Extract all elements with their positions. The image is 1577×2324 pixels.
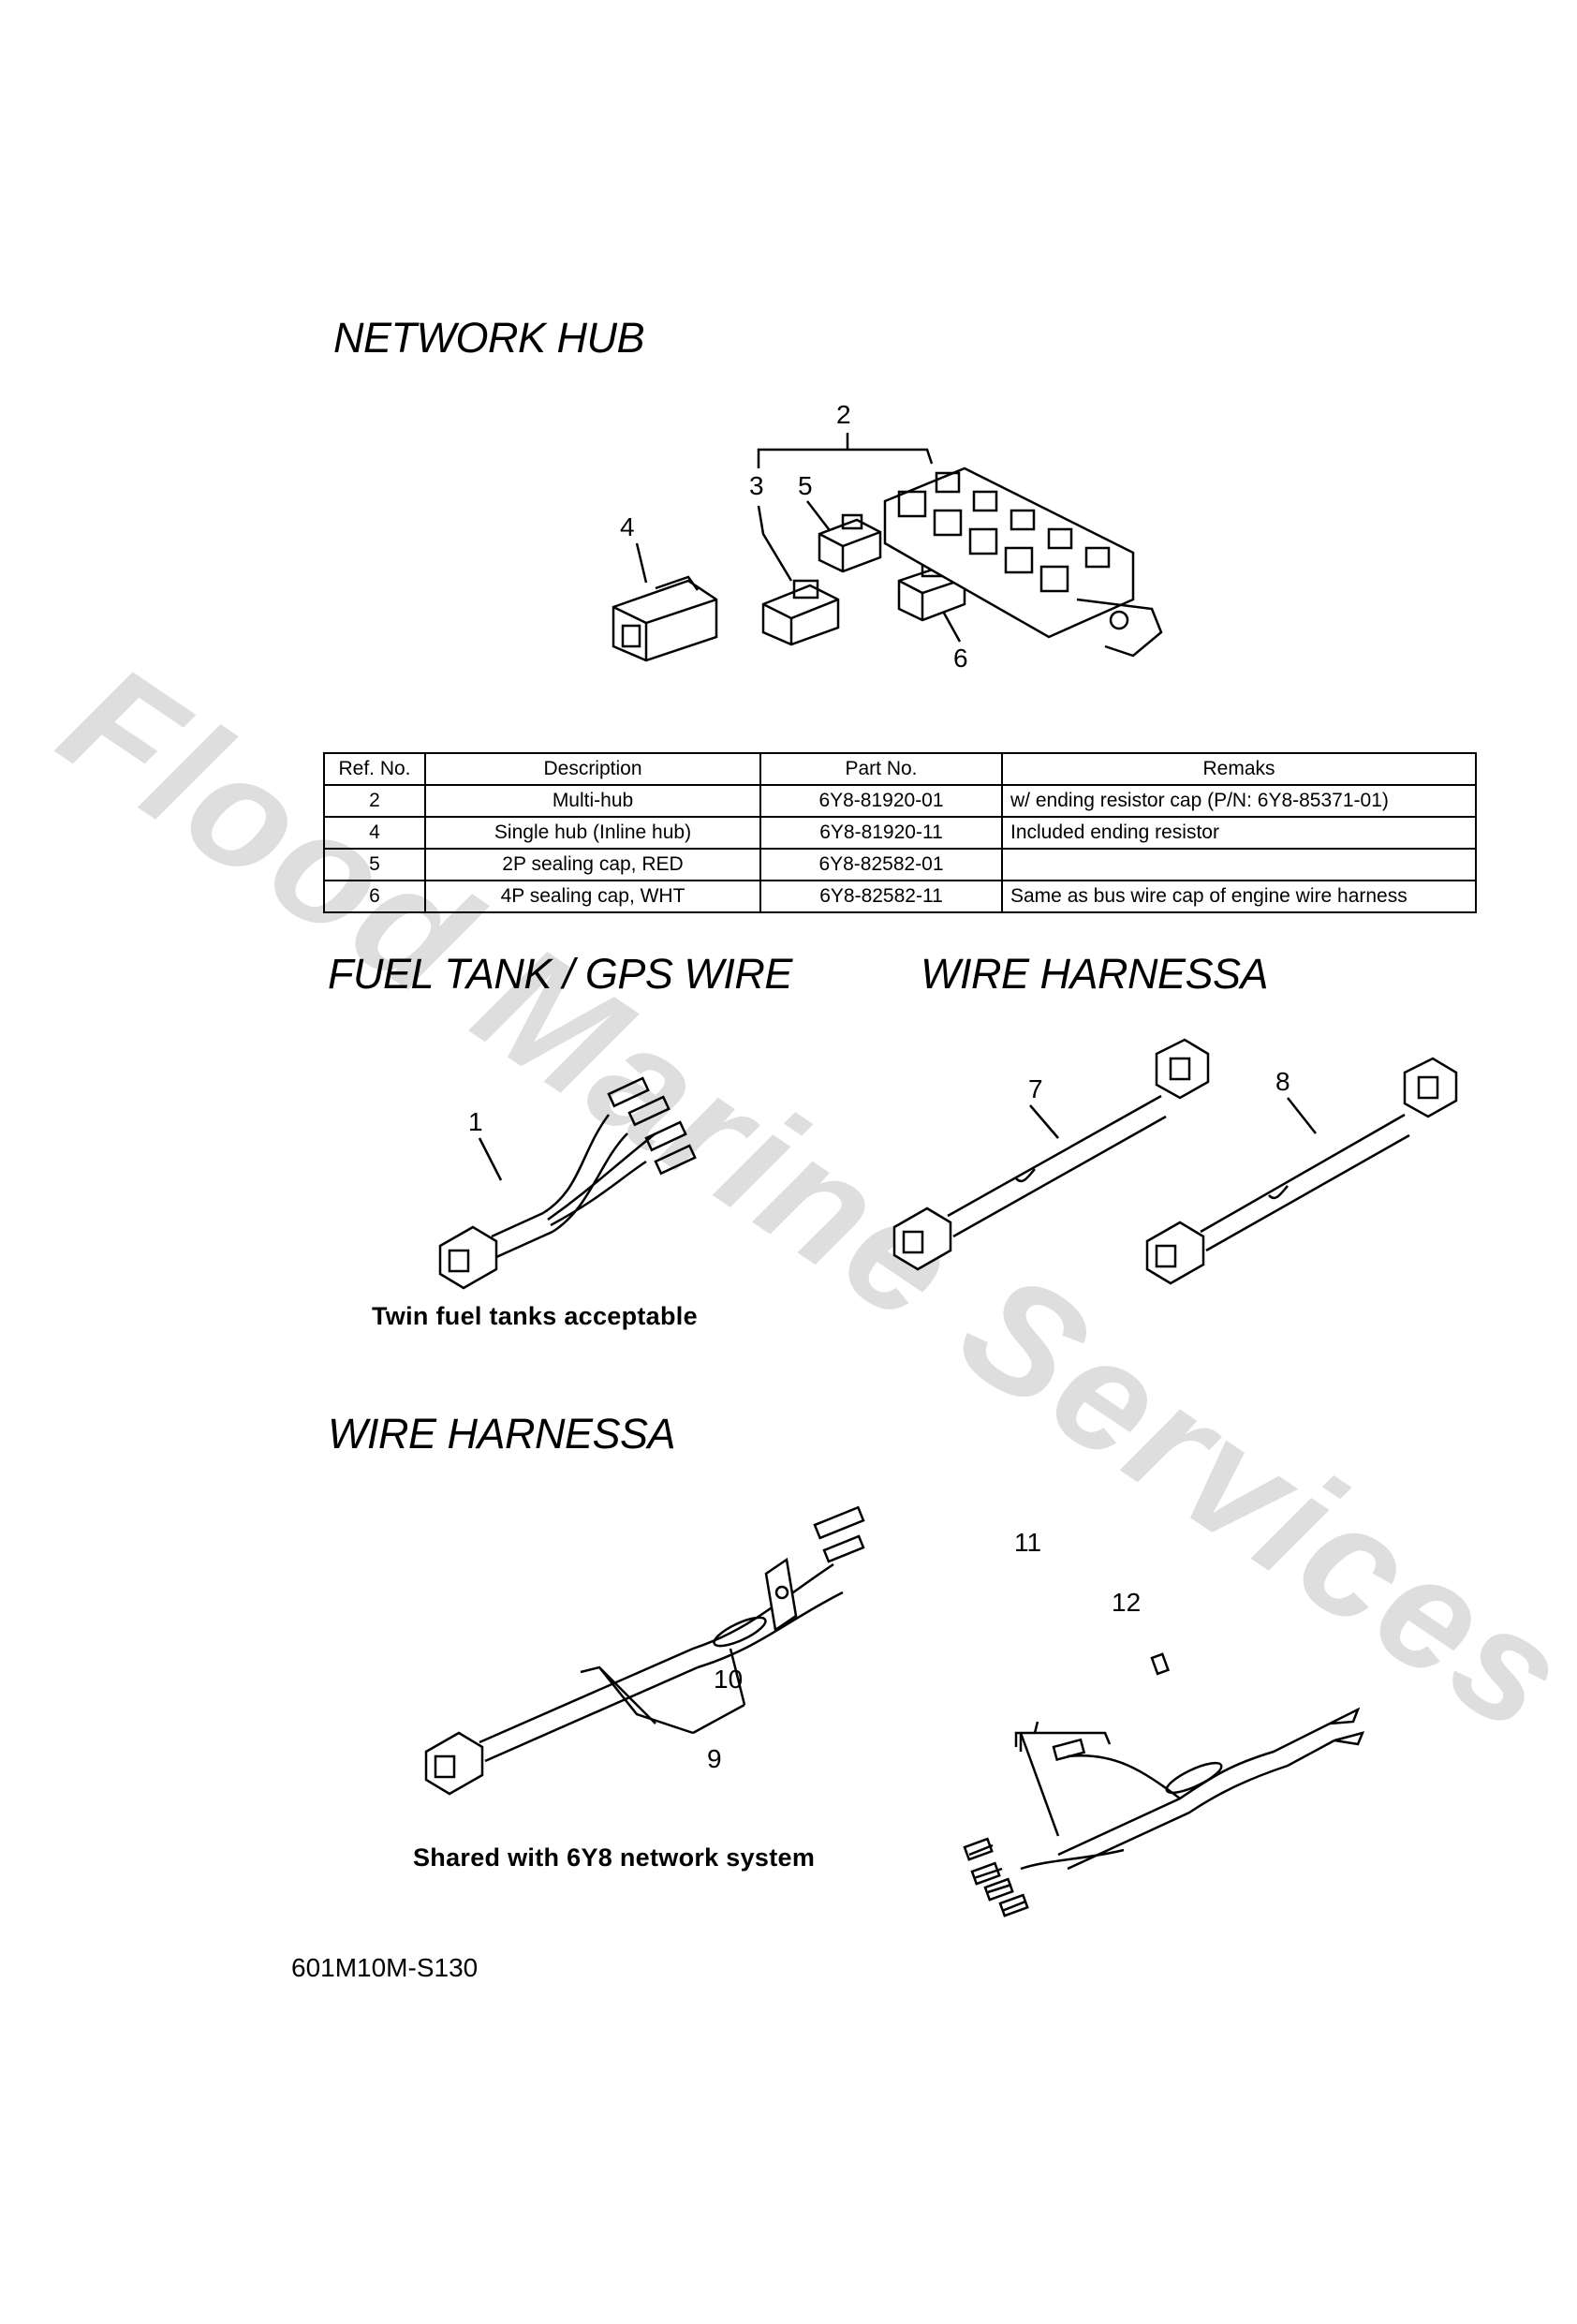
callout-2: 2 [836, 400, 851, 429]
cell-remarks: w/ ending resistor cap (P/N: 6Y8-85371-0… [1001, 784, 1477, 818]
callout-10: 10 [714, 1665, 743, 1694]
callout-8: 8 [1275, 1067, 1290, 1096]
wire-harness-b-caption: Shared with 6Y8 network system [413, 1843, 816, 1872]
table-row: 5 2P sealing cap, RED 6Y8-82582-01 [323, 848, 1477, 881]
cell-part-no: 6Y8-82582-11 [759, 880, 1003, 913]
wire-harness-b-title: WIRE HARNESSA [328, 1410, 676, 1458]
cell-remarks [1001, 848, 1477, 881]
cell-description: 4P sealing cap, WHT [424, 880, 761, 913]
callout-11: 11 [1014, 1528, 1041, 1557]
callout-12: 12 [1112, 1588, 1141, 1617]
fuel-tank-title: FUEL TANK / GPS WIRE [328, 950, 792, 998]
wire-harness-b-diagram: 10 9 11 12 [424, 1505, 1365, 1917]
callout-5: 5 [798, 471, 813, 500]
cell-part-no: 6Y8-81920-01 [759, 784, 1003, 818]
parts-table: Ref. No. Description Part No. Remaks 2 M… [323, 752, 1477, 913]
cell-remarks: Same as bus wire cap of engine wire harn… [1001, 880, 1477, 913]
fuel-tank-wire-harness-diagram: 1 7 8 [438, 1038, 1458, 1290]
cell-description: 2P sealing cap, RED [424, 848, 761, 881]
cell-description: Single hub (Inline hub) [424, 816, 761, 850]
header-description: Description [424, 752, 761, 786]
fuel-tank-caption: Twin fuel tanks acceptable [372, 1302, 698, 1330]
cell-remarks: Included ending resistor [1001, 816, 1477, 850]
network-hub-title: NETWORK HUB [333, 314, 645, 362]
cell-ref-no: 2 [323, 784, 426, 818]
cell-ref-no: 4 [323, 816, 426, 850]
cell-part-no: 6Y8-81920-11 [759, 816, 1003, 850]
callout-6: 6 [953, 644, 968, 673]
cell-ref-no: 6 [323, 880, 426, 913]
cell-description: Multi-hub [424, 784, 761, 818]
table-row: 6 4P sealing cap, WHT 6Y8-82582-11 Same … [323, 880, 1477, 913]
table-row: 4 Single hub (Inline hub) 6Y8-81920-11 I… [323, 816, 1477, 850]
drawing-code: 601M10M-S130 [291, 1953, 479, 1982]
network-hub-diagram: 2 3 5 4 6 [612, 400, 1163, 673]
wire-harness-a-title: WIRE HARNESSA [921, 950, 1269, 998]
header-remarks: Remaks [1001, 752, 1477, 786]
table-row: 2 Multi-hub 6Y8-81920-01 w/ ending resis… [323, 784, 1477, 818]
cell-ref-no: 5 [323, 848, 426, 881]
callout-4: 4 [620, 512, 635, 541]
header-part-no: Part No. [759, 752, 1003, 786]
callout-9: 9 [707, 1744, 722, 1773]
table-header-row: Ref. No. Description Part No. Remaks [323, 752, 1477, 786]
header-ref-no: Ref. No. [323, 752, 426, 786]
cell-part-no: 6Y8-82582-01 [759, 848, 1003, 881]
callout-7: 7 [1028, 1074, 1043, 1103]
callout-3: 3 [749, 471, 764, 500]
callout-1: 1 [468, 1107, 483, 1136]
